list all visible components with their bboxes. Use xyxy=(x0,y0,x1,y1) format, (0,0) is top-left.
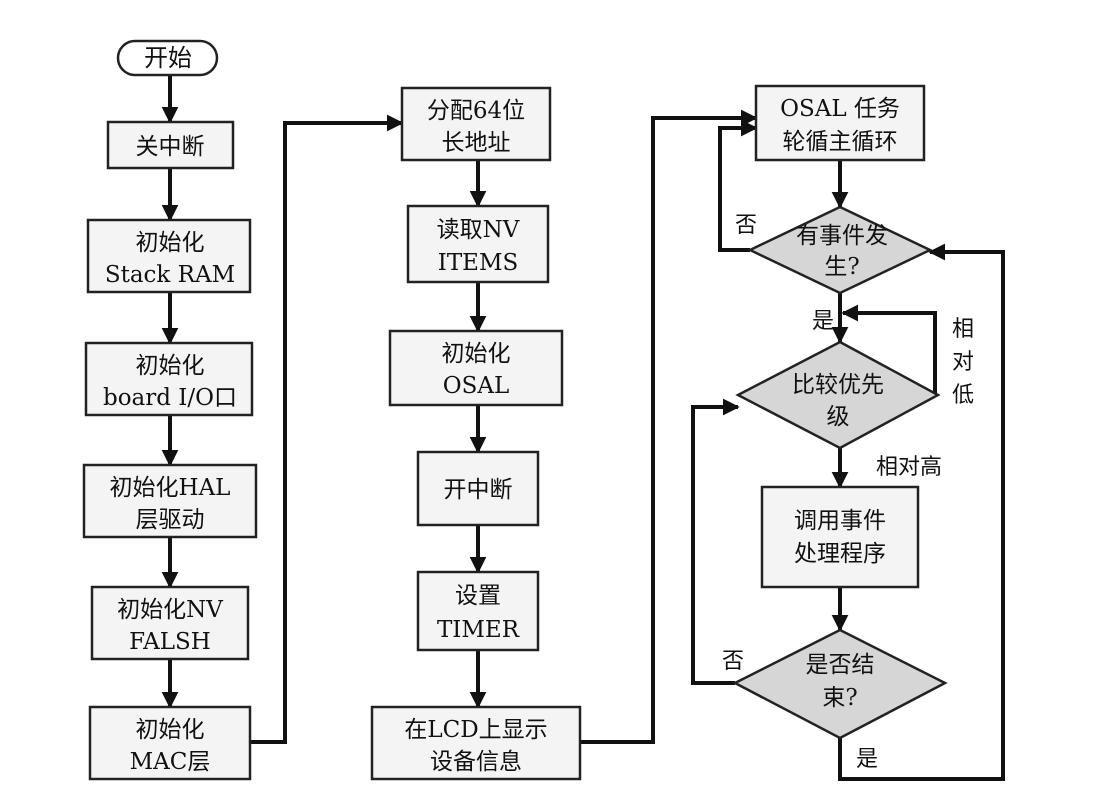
end-no-label: 否 xyxy=(722,649,744,674)
init-hal-box: 初始化HAL 层驱动 xyxy=(82,463,258,539)
event-occurred-label-1: 有事件发 xyxy=(796,223,888,249)
init-osal-label-2: OSAL xyxy=(443,373,510,399)
relative-low-label-2: 对 xyxy=(952,350,974,375)
lcd-display-label-2: 设备信息 xyxy=(430,749,522,775)
init-mac-box: 初始化 MAC层 xyxy=(88,705,252,781)
arrow-event-no-loop xyxy=(718,119,758,252)
init-osal-box: 初始化 OSAL xyxy=(388,329,564,407)
init-nv-flash-label-1: 初始化NV xyxy=(117,597,223,623)
set-timer-label-2: TIMER xyxy=(437,617,520,643)
init-nv-flash-box: 初始化NV FALSH xyxy=(90,585,250,661)
connectors xyxy=(161,75,1005,781)
end-decision: 是否结 束? xyxy=(732,628,948,740)
compare-priority-decision: 比较优先 级 xyxy=(735,340,941,450)
start-terminal: 开始 xyxy=(116,39,219,77)
init-board-io-label-2: board I/O口 xyxy=(103,385,237,411)
relative-low-label-3: 低 xyxy=(952,383,974,408)
start-label: 开始 xyxy=(144,44,192,72)
osal-main-loop-label-1: OSAL 任务 xyxy=(780,96,900,122)
enable-interrupt-box: 开中断 xyxy=(416,450,540,527)
set-timer-label-1: 设置 xyxy=(455,583,501,609)
enable-interrupt-label: 开中断 xyxy=(444,477,513,503)
arrow-lcd-to-osal-loop xyxy=(580,109,758,744)
lcd-display-label-1: 在LCD上显示 xyxy=(404,717,547,743)
init-stack-ram-label-1: 初始化 xyxy=(136,230,205,256)
osal-main-loop-label-2: 轮循主循环 xyxy=(783,129,898,155)
disable-interrupt-label: 关中断 xyxy=(136,134,205,160)
init-nv-flash-label-2: FALSH xyxy=(129,629,211,655)
end-yes-label: 是 xyxy=(856,747,878,772)
call-handler-label-2: 处理程序 xyxy=(794,541,886,567)
event-yes-label: 是 xyxy=(812,309,834,334)
read-nv-items-label-2: ITEMS xyxy=(438,250,519,276)
set-timer-box: 设置 TIMER xyxy=(416,570,540,652)
event-no-label: 否 xyxy=(735,213,757,238)
arrow-end-no-loop xyxy=(691,398,740,685)
osal-main-loop-box: OSAL 任务 轮循主循环 xyxy=(754,84,926,162)
init-board-io-box: 初始化 board I/O口 xyxy=(84,341,254,417)
read-nv-items-box: 读取NV ITEMS xyxy=(406,204,550,284)
read-nv-items-label-1: 读取NV xyxy=(437,217,520,243)
alloc-address-label-1: 分配64位 xyxy=(427,98,525,124)
init-stack-ram-label-2: Stack RAM xyxy=(105,262,235,288)
compare-priority-label-2: 级 xyxy=(827,404,850,430)
init-mac-label-2: MAC层 xyxy=(130,749,211,775)
init-hal-label-2: 层驱动 xyxy=(136,507,205,533)
alloc-address-box: 分配64位 长地址 xyxy=(400,86,552,162)
call-handler-label-1: 调用事件 xyxy=(794,508,886,534)
end-decision-label-1: 是否结 xyxy=(806,652,875,678)
init-mac-label-1: 初始化 xyxy=(136,717,205,743)
event-occurred-label-2: 生? xyxy=(824,254,859,280)
relative-high-label: 相对高 xyxy=(876,455,942,480)
init-hal-label-1: 初始化HAL xyxy=(110,475,231,501)
init-osal-label-1: 初始化 xyxy=(442,341,511,367)
call-handler-box: 调用事件 处理程序 xyxy=(760,485,920,589)
arrow-end-yes-loop xyxy=(838,243,1005,781)
relative-low-label-1: 相 xyxy=(952,317,974,342)
compare-priority-label-1: 比较优先 xyxy=(792,372,884,398)
event-occurred-decision: 有事件发 生? xyxy=(747,205,933,295)
arrow-relative-low-loop xyxy=(841,304,937,395)
alloc-address-label-2: 长地址 xyxy=(442,130,511,156)
end-decision-label-2: 束? xyxy=(822,685,857,711)
lcd-display-box: 在LCD上显示 设备信息 xyxy=(370,705,582,781)
disable-interrupt-box: 关中断 xyxy=(106,120,235,170)
init-board-io-label-1: 初始化 xyxy=(136,353,205,379)
arrow-init-mac-to-alloc xyxy=(250,114,404,744)
init-stack-ram-box: 初始化 Stack RAM xyxy=(86,218,252,294)
